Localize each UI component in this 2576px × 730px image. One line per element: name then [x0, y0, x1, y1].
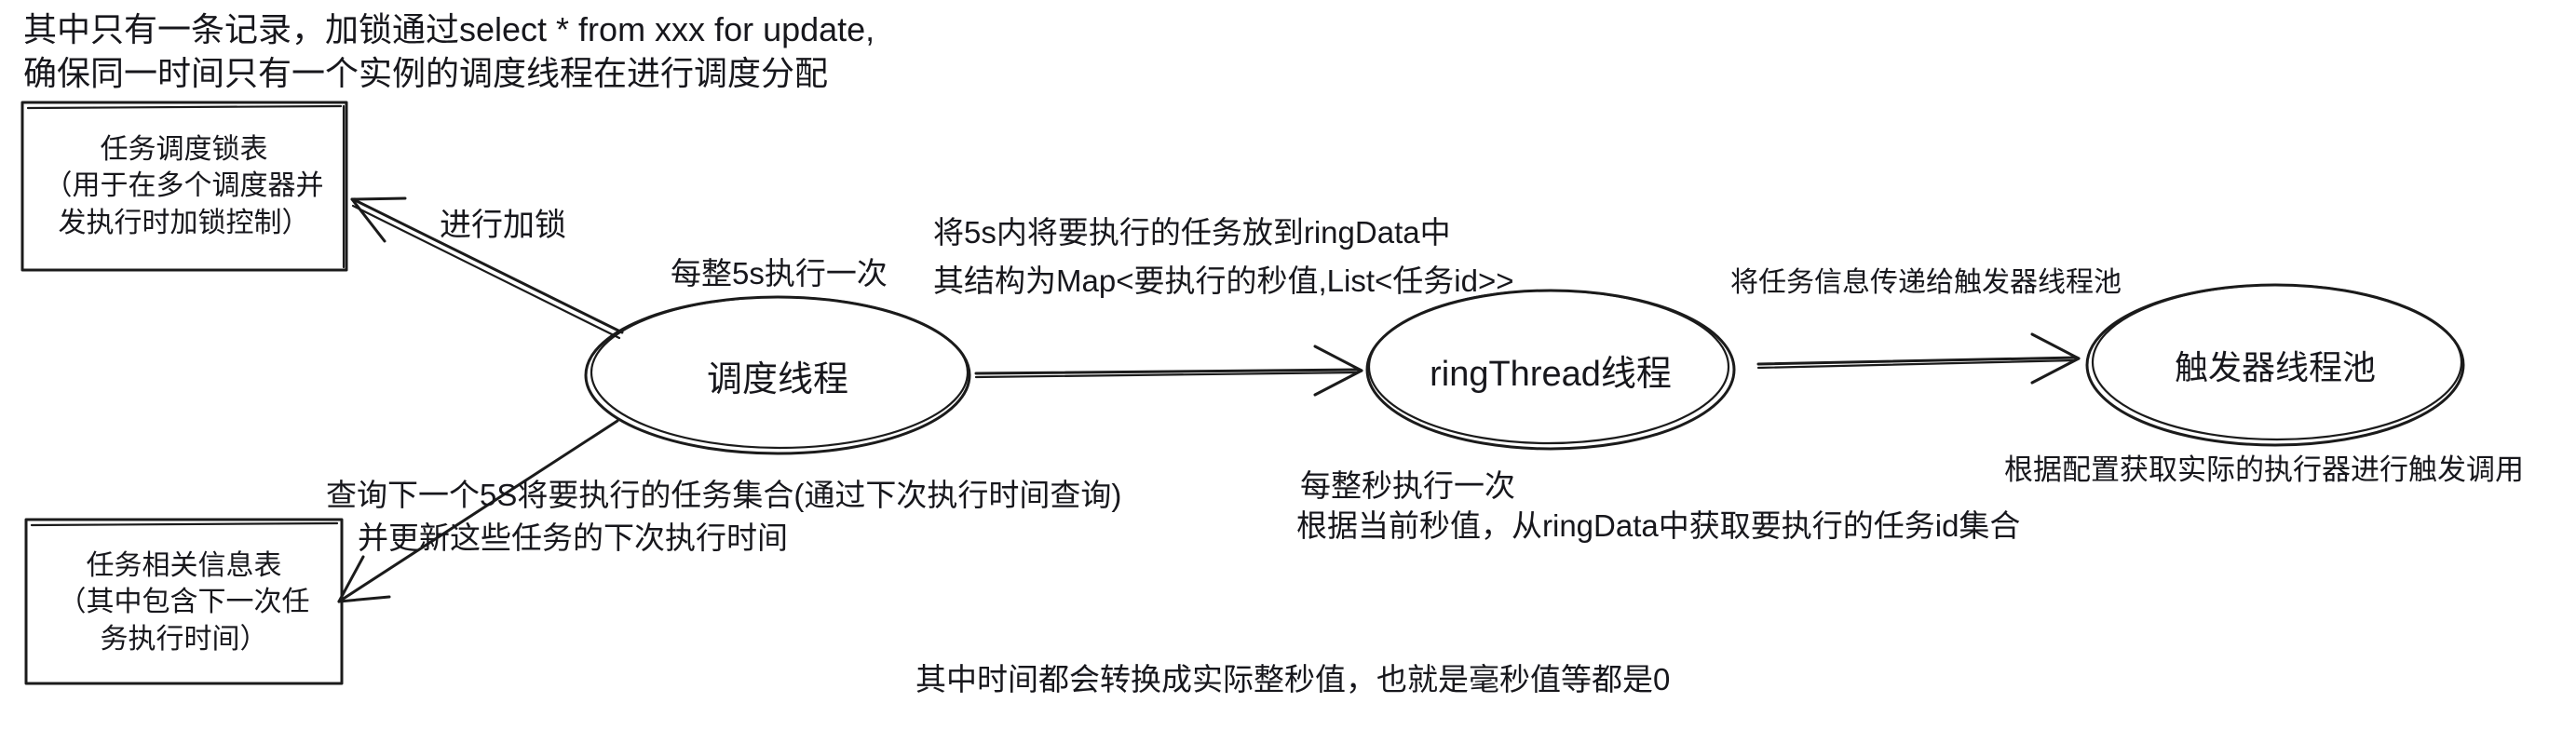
- arrow-scheduler-to-lock-table: [350, 196, 624, 340]
- note-ring-data-structure: 将5s内将要执行的任务放到ringData中 其结构为Map<要执行的秒值,Li…: [933, 215, 1514, 298]
- note-time-conversion: 其中时间都会转换成实际整秒值，也就是毫秒值等都是0: [915, 662, 1671, 696]
- node-task-info-table-label: 任务相关信息表 （其中包含下一次任 务执行时间）: [58, 549, 310, 655]
- arrow-scheduler-to-ring-thread: [974, 345, 1363, 397]
- note-ring-interval-line1: 每整秒执行一次: [1300, 468, 1515, 503]
- note-lock-record: 其中只有一条记录，加锁通过select * from xxx for updat…: [23, 10, 875, 92]
- ring-thread-ellipse: [1365, 289, 1736, 451]
- node-scheduler: 调度线程: [585, 297, 970, 453]
- arrow-ring-thread-to-trigger-pool: [1756, 332, 2081, 385]
- node-trigger-pool-label: 触发器线程池: [2174, 348, 2376, 386]
- node-lock-table: 任务调度锁表 （用于在多个调度器并 发执行时加锁控制）: [20, 101, 347, 272]
- edge-label-pass-to-trigger: 将任务信息传递给触发器线程池: [1730, 267, 2122, 298]
- node-trigger-pool: 触发器线程池: [2087, 285, 2463, 445]
- note-query-next-line2: 并更新这些任务的下次执行时间: [358, 520, 788, 555]
- arrow-scheduler-to-task-info: [337, 419, 619, 603]
- trigger-pool-ellipse: [2085, 283, 2465, 447]
- node-ring-thread-label: ringThread线程: [1430, 354, 1672, 394]
- node-task-info-table: 任务相关信息表 （其中包含下一次任 务执行时间）: [25, 519, 343, 686]
- node-ring-thread: ringThread线程: [1367, 291, 1734, 449]
- note-scheduler-interval: 每整5s执行一次: [671, 256, 888, 291]
- note-ring-interval-line2: 根据当前秒值，从ringData中获取要执行的任务id集合: [1296, 508, 2021, 543]
- node-lock-table-label: 任务调度锁表 （用于在多个调度器并 发执行时加锁控制）: [44, 133, 324, 238]
- note-trigger-action: 根据配置获取实际的执行器进行触发调用: [2004, 453, 2524, 486]
- note-query-next-line1: 查询下一个5S将要执行的任务集合(通过下次执行时间查询): [326, 478, 1122, 512]
- lock-table-box: [20, 101, 348, 272]
- node-scheduler-label: 调度线程: [706, 359, 848, 399]
- edge-label-lock: 进行加锁: [440, 208, 566, 243]
- scheduler-ellipse: [584, 295, 971, 455]
